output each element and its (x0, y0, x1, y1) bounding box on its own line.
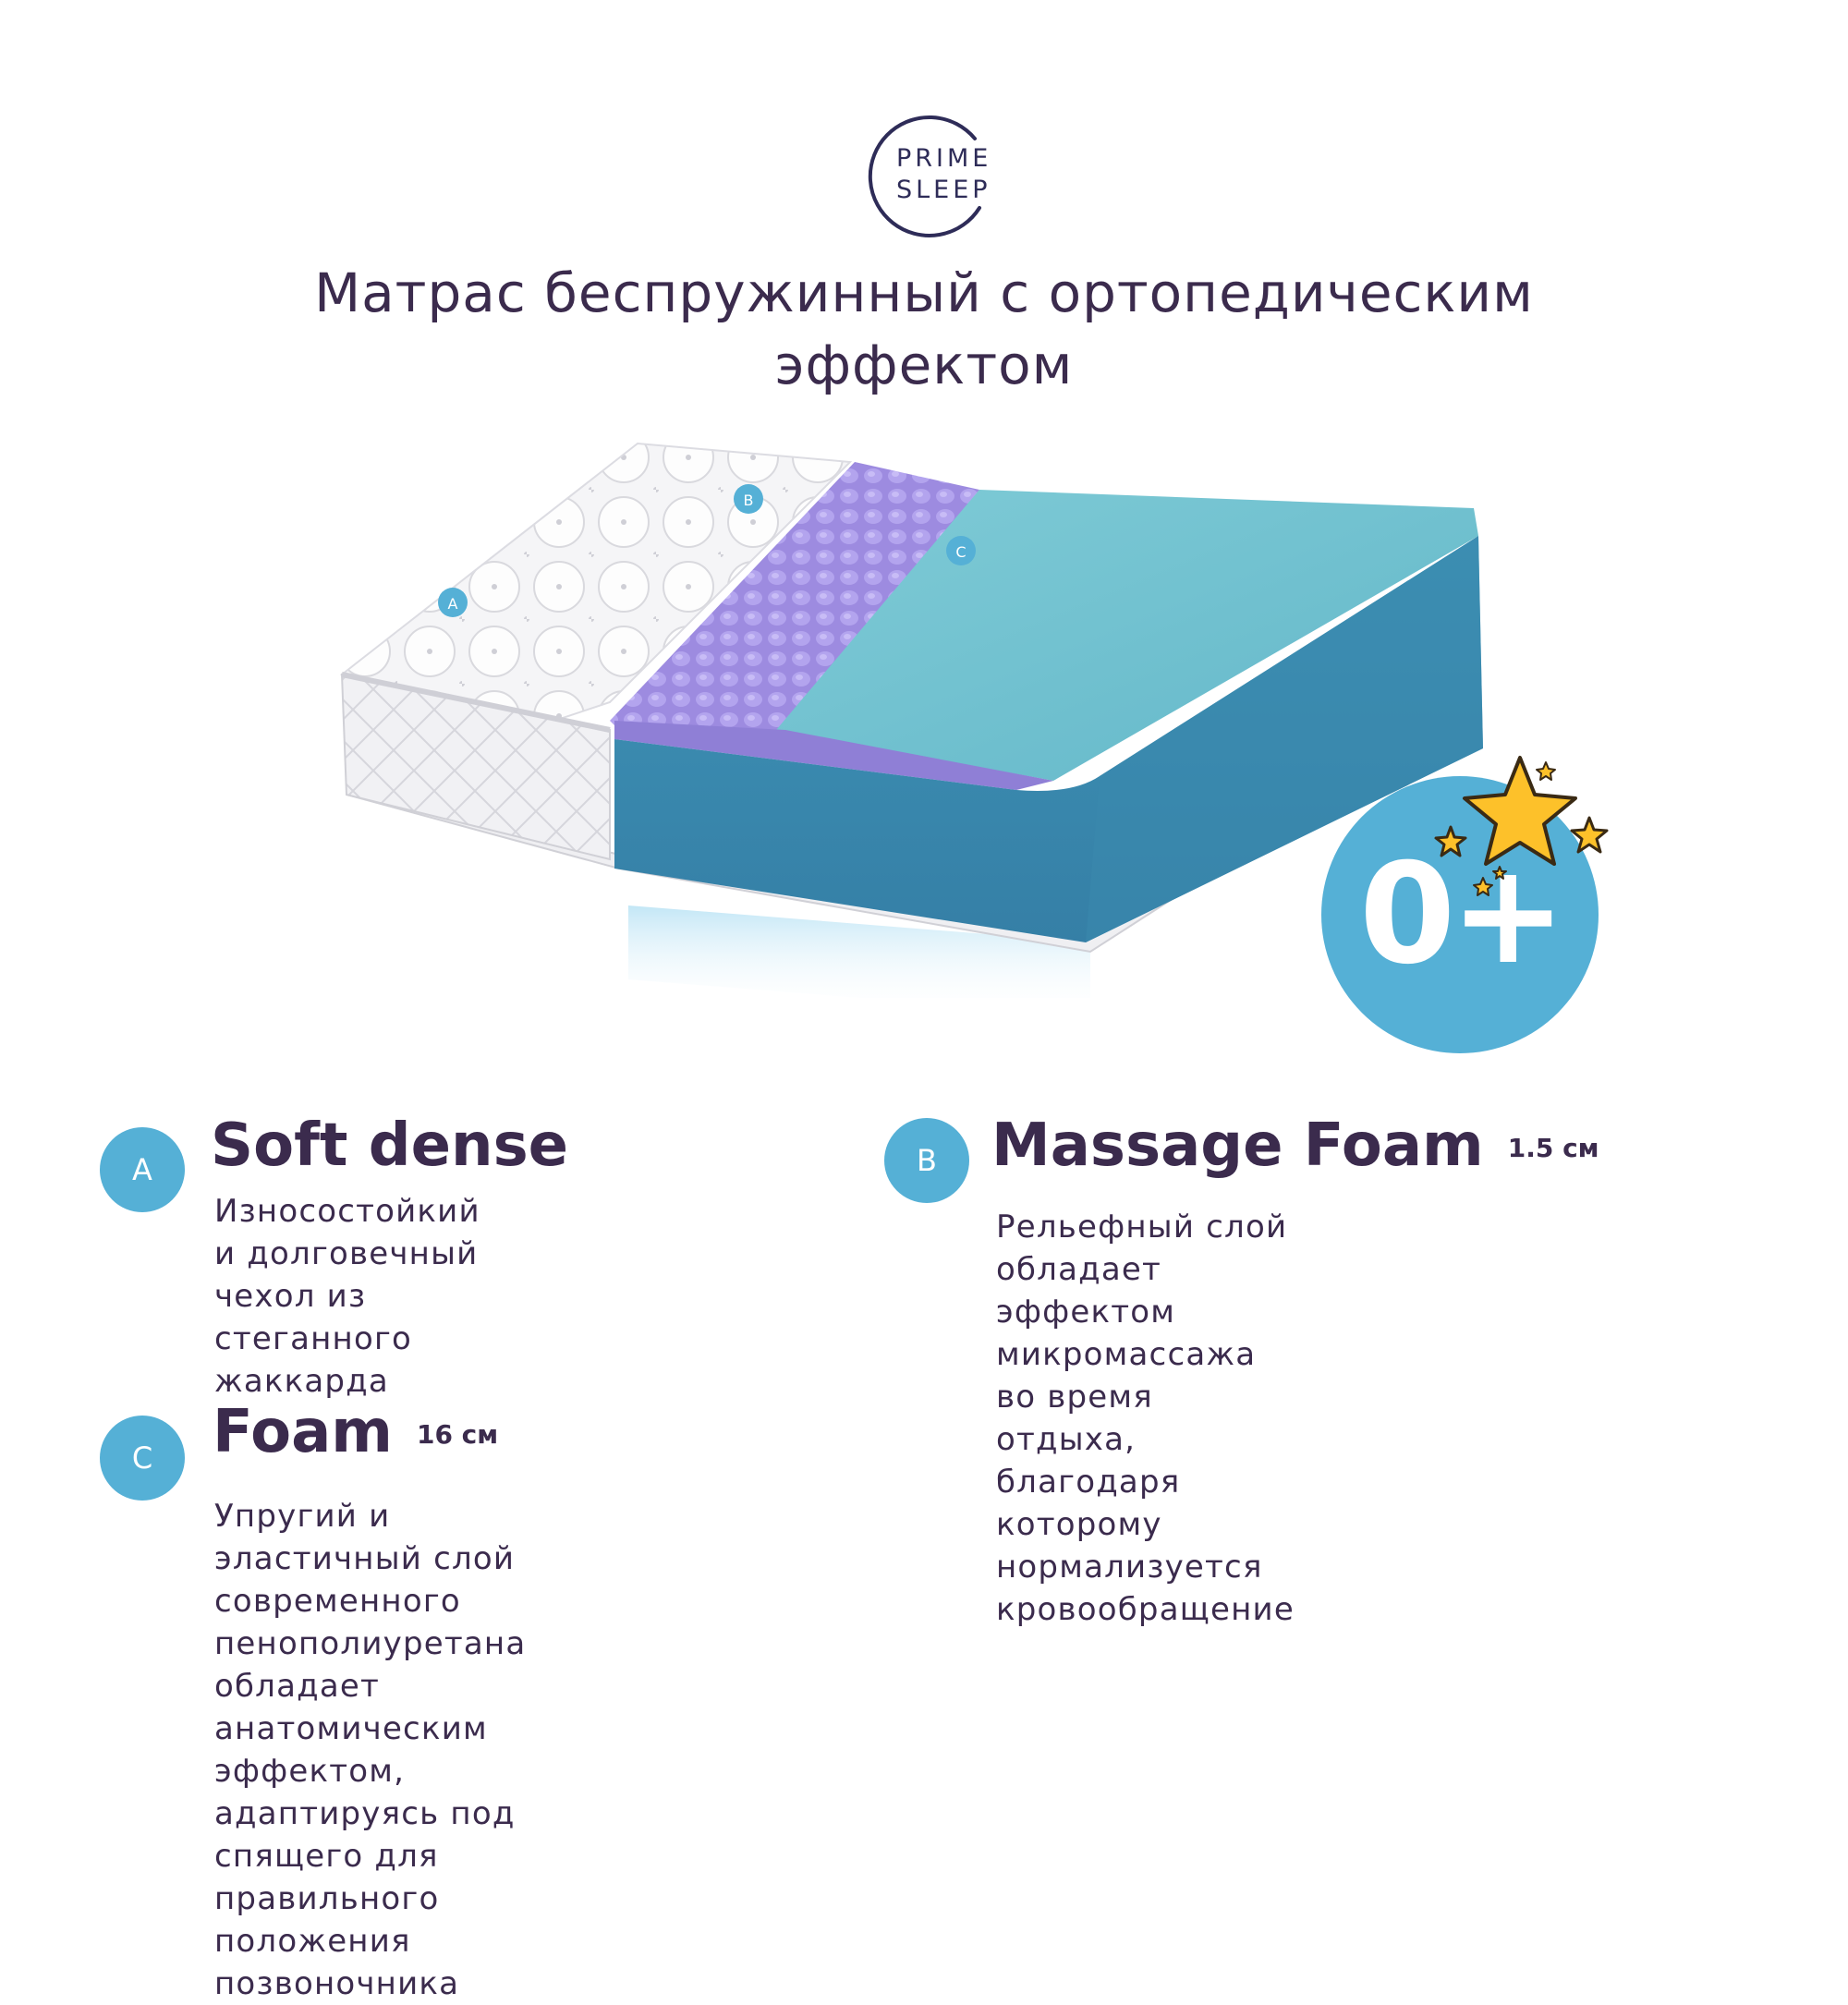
feature-description: Износостойкий и долговечный чехол из сте… (214, 1190, 480, 1403)
stars-icon (1428, 748, 1612, 905)
mattress-illustration: A B C (333, 425, 1515, 1016)
description-line: Износостойкий и долговечный (214, 1193, 480, 1272)
description-line: адаптируясь под спящего для (214, 1795, 516, 1875)
feature-marker-b: B (884, 1118, 969, 1203)
feature-size: 16 см (416, 1419, 499, 1451)
feature-name: Foam (213, 1398, 393, 1466)
layer-label-c: C (955, 543, 966, 561)
description-line: современного пенополиуретана (214, 1583, 527, 1662)
feature-name: Massage Foam (991, 1112, 1484, 1180)
brand-line-2: SLEEP (896, 176, 991, 204)
age-badge: 0+ (1321, 776, 1599, 1053)
age-badge-text: 0+ (1358, 834, 1566, 995)
description-line: кровообращение (996, 1591, 1295, 1628)
description-line: обладает анатомическим эффектом, (214, 1668, 488, 1790)
description-line: правильного положения позвоночника (214, 1880, 460, 2002)
page-title: Матрас беспружинный с ортопедическим эфф… (139, 257, 1709, 401)
brand-logo: PRIME SLEEP (859, 106, 998, 245)
feature-title: Massage Foam 1.5 см (991, 1109, 1599, 1185)
layer-label-a: A (448, 595, 458, 613)
feature-title: Soft dense (211, 1109, 568, 1183)
brand-line-1: PRIME (896, 144, 992, 173)
feature-marker-c: C (100, 1416, 185, 1501)
layer-label-b: B (744, 492, 754, 509)
description-line: благодаря которому нормализуется (996, 1464, 1263, 1586)
description-line: Упругий и эластичный слой (214, 1498, 516, 1577)
brand-name: PRIME SLEEP (896, 143, 991, 206)
description-line: чехол из стеганного жаккарда (214, 1278, 413, 1400)
mattress-cutaway-image: A B C (339, 442, 1483, 1016)
title-line-1: Матрас беспружинный с ортопедическим (314, 261, 1534, 324)
logo-circle-icon (868, 115, 981, 237)
feature-description: Упругий и эластичный слой современного п… (214, 1495, 526, 2005)
feature-description: Рельефный слой обладает эффектом микрома… (996, 1206, 1295, 1631)
description-line: микромассажа во время отдыха, (996, 1336, 1257, 1458)
feature-size: 1.5 см (1507, 1133, 1599, 1164)
feature-marker-a: A (100, 1127, 185, 1212)
feature-title: Foam 16 см (213, 1395, 498, 1472)
title-line-2: эффектом (774, 334, 1074, 396)
feature-name: Soft dense (211, 1112, 569, 1180)
description-line: Рельефный слой обладает эффектом (996, 1209, 1288, 1331)
